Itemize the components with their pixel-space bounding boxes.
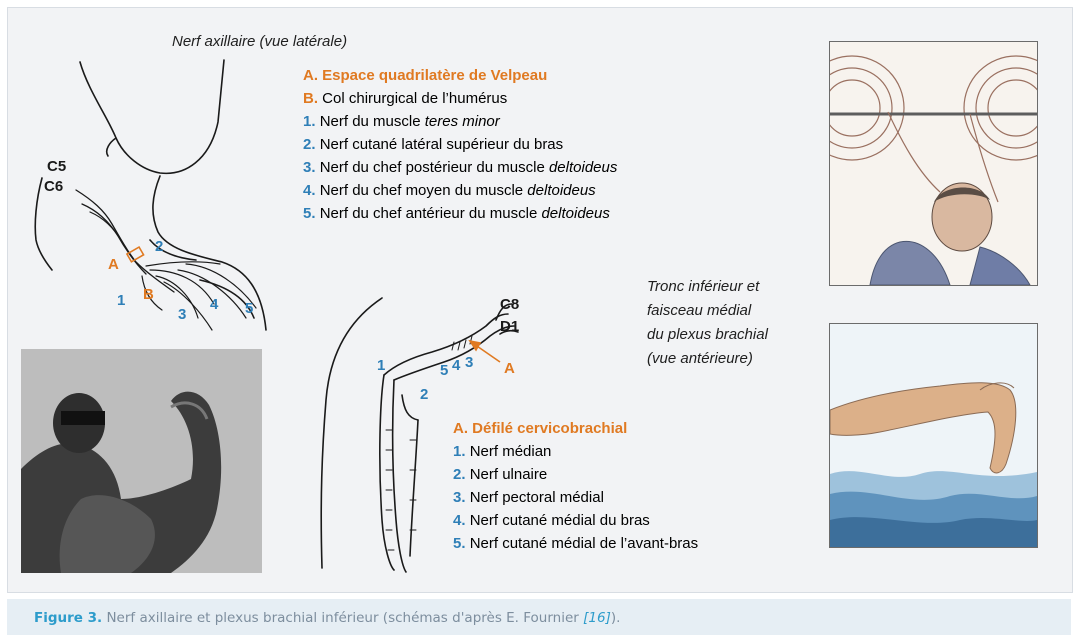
label-a-plexus: A (504, 360, 515, 377)
label-5-plexus: 5 (440, 362, 448, 379)
figure-caption: Figure 3. Nerf axillaire et plexus brach… (34, 610, 620, 626)
swimmer-sketch-image (829, 323, 1038, 548)
legend-item: 1. Nerf médian (453, 440, 698, 463)
diagram2-legend: A. Défilé cervicobrachial 1. Nerf médian… (453, 417, 698, 555)
label-d1: D1 (500, 318, 519, 335)
weightlifter-sketch-image (829, 41, 1038, 286)
legend-item: 3. Nerf pectoral médial (453, 486, 698, 509)
label-3-plexus: 3 (465, 354, 473, 371)
legend-item: 4. Nerf cutané médial du bras (453, 509, 698, 532)
diagram2-title: Tronc inférieur et faisceau médial du pl… (647, 275, 768, 371)
label-2-plexus: 2 (420, 386, 428, 403)
legend-item: 2. Nerf ulnaire (453, 463, 698, 486)
label-4-plexus: 4 (452, 357, 460, 374)
label-c8: C8 (500, 296, 519, 313)
legend-item: 5. Nerf cutané médial de l’avant-bras (453, 532, 698, 555)
legend-item: A. Défilé cervicobrachial (453, 417, 698, 440)
label-1-plexus: 1 (377, 357, 385, 374)
